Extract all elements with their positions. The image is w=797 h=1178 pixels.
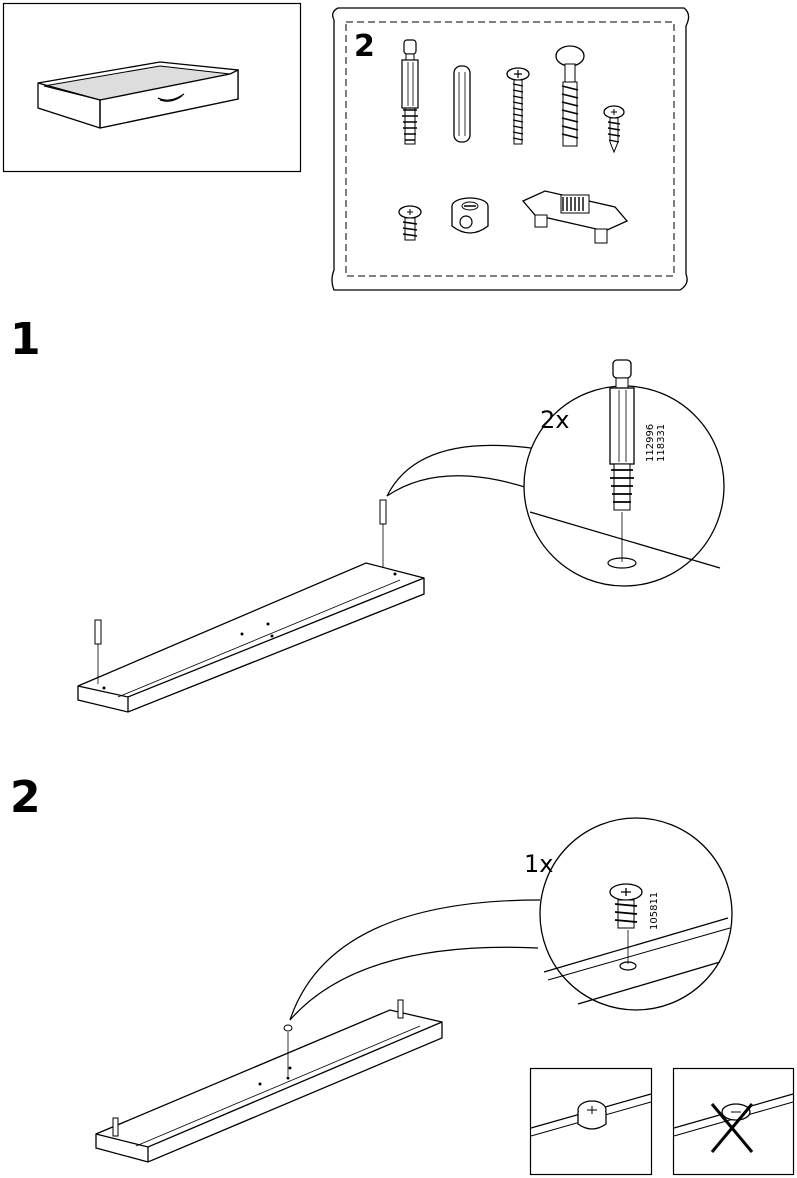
short-screw-icon [398,205,422,241]
wrong-cross-icon [672,1067,795,1176]
cam-lock-nut-icon [451,197,489,234]
hardware-bag [331,7,690,291]
wood-dowel-icon [453,65,471,143]
drawer-runner-clip-icon [521,190,629,244]
drawer-overview-icon [2,2,302,173]
step2-panel [95,1009,443,1163]
step1-panel [77,562,425,713]
dowel-screw-icon [94,499,387,684]
bag-number: 2 [354,29,375,64]
short-screw-icon [283,1024,293,1076]
step2-quantity: 1x [524,850,554,878]
step1-detail-circle [523,359,725,587]
step1-code-1: 112996 [645,423,656,462]
correct-check-icon [529,1067,653,1176]
bolt-icon [555,45,585,147]
step1-code-2: 118331 [656,423,667,462]
short-screw-icon [609,883,643,929]
machine-screw-icon [506,67,530,145]
step2-number: 2 [10,772,41,823]
step2-detail-circle [539,817,733,1011]
dowel-screw-icon [401,39,419,145]
step1-quantity: 2x [540,406,570,434]
wood-screw-icon [603,105,625,154]
dowel-screw-icon [609,359,635,511]
dowel-screw-icon [112,999,404,1137]
step2-code-1: 105811 [649,891,660,930]
step1-number: 1 [10,314,41,365]
